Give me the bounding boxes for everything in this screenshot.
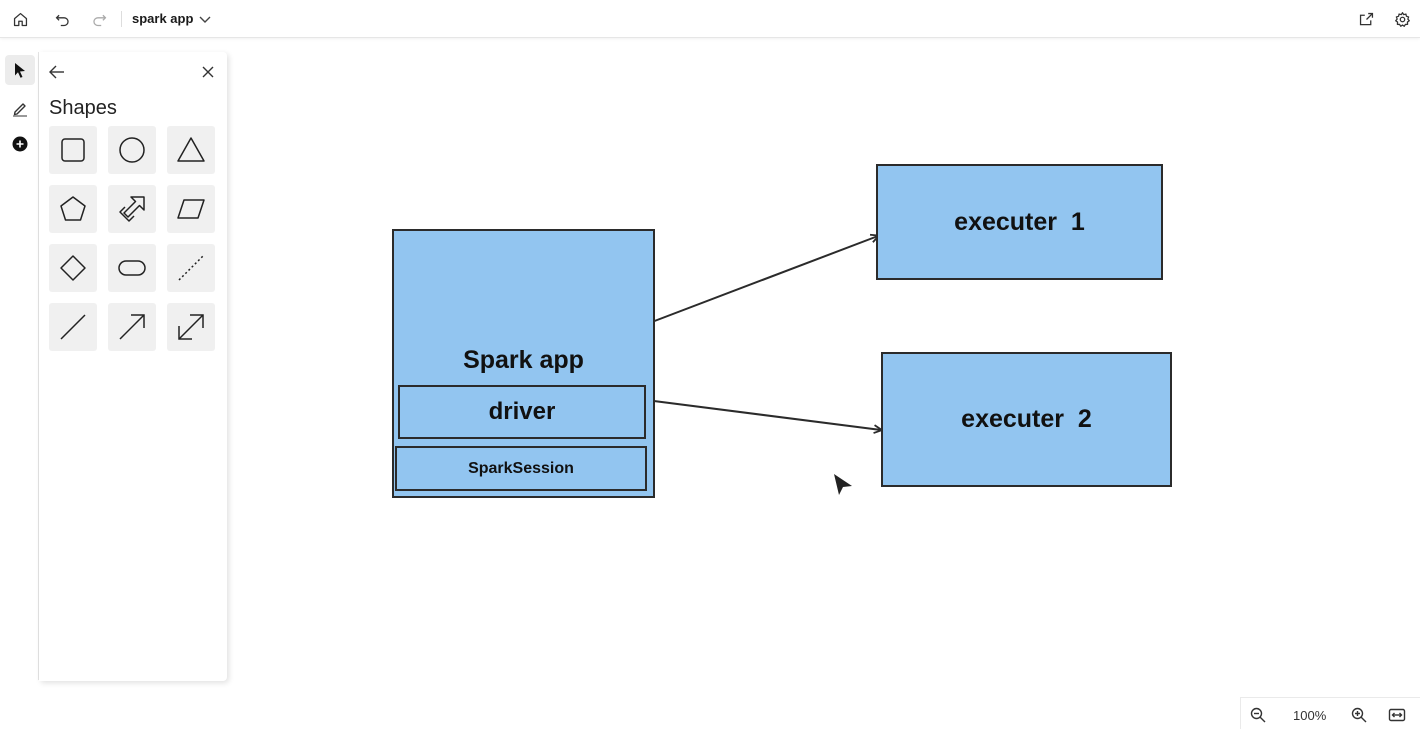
shape-square[interactable] — [49, 126, 97, 174]
shape-grid — [49, 126, 217, 351]
settings-button[interactable] — [1390, 7, 1414, 31]
share-button[interactable] — [1354, 7, 1378, 31]
diamond-icon — [60, 255, 86, 281]
executer-2-label: executer 2 — [961, 405, 1092, 433]
driver-box[interactable]: driver — [398, 385, 646, 439]
circle-icon — [119, 137, 145, 163]
double-arrow-icon — [178, 314, 204, 340]
select-pointer-icon — [15, 63, 25, 78]
fit-to-screen-button[interactable] — [1386, 704, 1408, 726]
connector-driver-executer-2[interactable] — [646, 400, 881, 430]
shape-pentagon[interactable] — [49, 185, 97, 233]
add-circle-icon — [12, 136, 28, 152]
gear-icon — [1394, 11, 1410, 27]
parallelogram-icon — [177, 199, 205, 219]
zoom-out-button[interactable] — [1247, 704, 1269, 726]
undo-button[interactable] — [50, 7, 74, 31]
executer-1-box[interactable]: executer 1 — [876, 164, 1163, 280]
redo-button[interactable] — [87, 7, 111, 31]
fit-width-icon — [1388, 708, 1406, 722]
zoom-level[interactable]: 100% — [1293, 708, 1327, 723]
dotted-line-icon — [178, 255, 204, 281]
home-icon — [13, 12, 27, 26]
close-icon — [202, 66, 214, 78]
square-icon — [61, 138, 85, 162]
shape-rounded-rectangle[interactable] — [108, 244, 156, 292]
home-button[interactable] — [8, 7, 32, 31]
pentagon-icon — [60, 196, 86, 221]
zoom-in-icon — [1351, 707, 1367, 723]
close-panel-button[interactable] — [196, 60, 220, 84]
zoom-in-button[interactable] — [1348, 704, 1370, 726]
shape-parallelogram[interactable] — [167, 185, 215, 233]
add-tool-button[interactable] — [5, 129, 35, 159]
arrow-icon — [119, 314, 145, 340]
top-toolbar: spark app — [0, 0, 1420, 38]
spark-session-box[interactable]: SparkSession — [395, 446, 647, 491]
pen-tool-button[interactable] — [5, 93, 35, 123]
shape-diamond[interactable] — [49, 244, 97, 292]
zoom-out-icon — [1250, 707, 1266, 723]
shape-arrow-block[interactable] — [108, 185, 156, 233]
back-button[interactable] — [45, 60, 69, 84]
triangle-icon — [177, 137, 205, 162]
executer-2-box[interactable]: executer 2 — [881, 352, 1172, 487]
arrow-left-icon — [49, 65, 64, 79]
driver-label: driver — [488, 398, 556, 425]
document-title[interactable]: spark app — [132, 11, 194, 26]
undo-icon — [55, 14, 69, 26]
executer-1-label: executer 1 — [954, 207, 1085, 236]
tool-rail — [1, 52, 39, 680]
shapes-panel: Shapes — [39, 52, 227, 681]
shape-triangle[interactable] — [167, 126, 215, 174]
arrow-block-icon — [119, 196, 145, 222]
shape-arrow[interactable] — [108, 303, 156, 351]
zoom-bar: 100% — [1240, 697, 1420, 729]
shape-double-arrow[interactable] — [167, 303, 215, 351]
redo-icon — [92, 14, 106, 26]
mouse-cursor-icon — [834, 474, 852, 495]
chevron-down-icon[interactable] — [197, 11, 213, 27]
select-tool-button[interactable] — [5, 55, 35, 85]
spark-session-label: SparkSession — [468, 459, 574, 477]
panel-title: Shapes — [49, 97, 117, 119]
connector-app-executer-1[interactable] — [644, 236, 878, 325]
rounded-rectangle-icon — [118, 260, 146, 276]
shape-line[interactable] — [49, 303, 97, 351]
line-icon — [60, 314, 86, 340]
share-icon — [1359, 12, 1373, 25]
shape-circle[interactable] — [108, 126, 156, 174]
pen-icon — [13, 103, 27, 117]
spark-app-label: Spark app — [463, 346, 584, 374]
toolbar-divider — [121, 11, 122, 27]
shape-dotted-line[interactable] — [167, 244, 215, 292]
